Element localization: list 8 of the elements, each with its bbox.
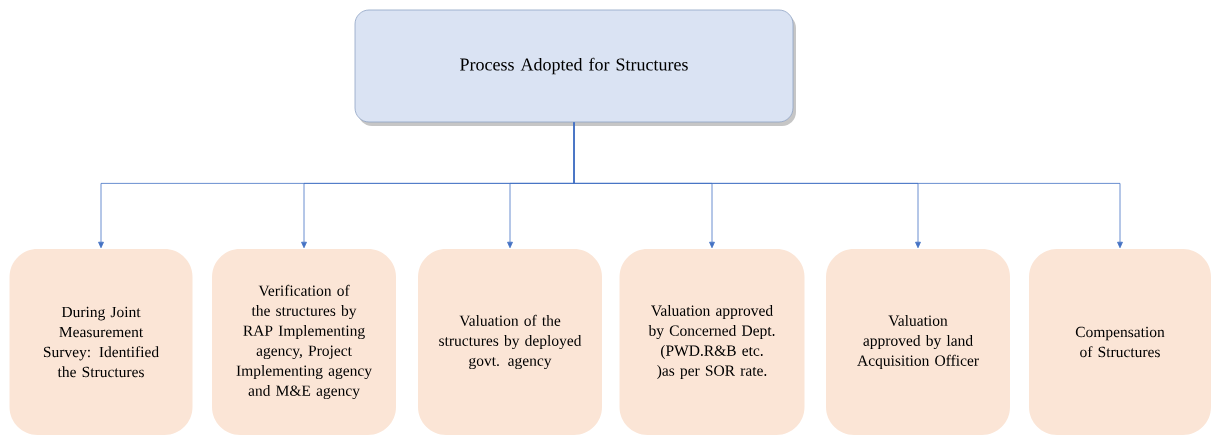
process-box: Valuation approved by Concerned Dept. (PWD.R&B etc. )as per SOR rate.: [619, 249, 805, 435]
process-box: Verification of the structures by RAP Implementing agency, Project Implementing agency and M&E agency: [212, 249, 396, 435]
process-box: During Joint Measurement Survey: Identified the Structures: [9, 249, 193, 435]
title-box: Process Adopted for Structures: [354, 9, 796, 126]
process-box: Valuation of the structures by deployed govt. agency: [418, 249, 602, 435]
arrow: [573, 122, 1123, 249]
process-box: Valuation approved by land Acquisition Officer: [826, 249, 1010, 435]
process-box: Compensation of Structures: [1029, 249, 1211, 435]
